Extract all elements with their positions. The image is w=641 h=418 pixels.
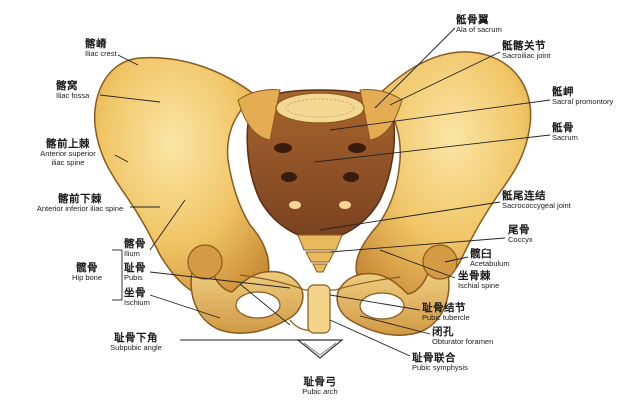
label-sacrum-zh: 骶骨 [552, 122, 574, 134]
label-asis-zh: 髂前上棘 [46, 138, 90, 150]
coccyx-shape [297, 234, 343, 273]
label-ilium-zh: 髂骨 [124, 238, 146, 250]
label-pubic-arch-zh: 耻骨弓 [303, 376, 337, 388]
left-acetabulum [187, 244, 223, 280]
label-ala-of-sacrum: 骶骨翼 Ala of sacrum [456, 14, 502, 35]
label-coccyx: 尾骨 Coccyx [508, 224, 533, 245]
label-subpubic-angle: 耻骨下角 Subpubic angle [92, 332, 180, 353]
label-hip-bone: 髋骨 Hip bone [62, 262, 112, 283]
label-aiis-en: Anterior inferior iliac spine [36, 204, 124, 214]
sacral-foramen [343, 172, 359, 182]
sacral-foramen [281, 172, 297, 182]
label-ischial-spine-en: Ischial spine [458, 281, 500, 291]
label-iliac-fossa-en: Iliac fossa [56, 91, 90, 101]
label-sacrococcygeal-joint-en: Sacrococcygeal joint [502, 201, 571, 211]
label-sacroiliac-joint-zh: 骶髂关节 [502, 40, 546, 52]
label-ilium-en: Ilium [124, 249, 140, 259]
label-subpubic-angle-zh: 耻骨下角 [114, 332, 158, 344]
sacral-foramen [289, 201, 301, 209]
pubic-arch-indicator [296, 339, 344, 359]
label-pubic-symphysis-zh: 耻骨联合 [412, 352, 456, 364]
label-sacrum-en: Sacrum [552, 133, 578, 143]
label-obturator-foramen-en: Obturator foramen [432, 337, 494, 347]
label-pubis-en: Pubis [124, 273, 143, 283]
label-pubic-symphysis: 耻骨联合 Pubic symphysis [412, 352, 468, 373]
left-obturator-foramen [235, 291, 281, 319]
label-pubis: 耻骨 Pubis [124, 262, 146, 283]
label-asis-en1: Anterior superior [40, 149, 96, 159]
pubic-arch-hatch [303, 342, 337, 356]
label-ischium-zh: 坐骨 [124, 287, 146, 299]
label-ischial-spine-zh: 坐骨棘 [458, 270, 491, 282]
label-pubic-symphysis-en: Pubic symphysis [412, 363, 468, 373]
label-asis: 髂前上棘 Anterior superior iliac spine [18, 138, 118, 167]
label-pubic-tubercle-en: Pubic tubercle [422, 313, 470, 323]
label-subpubic-angle-en: Subpubic angle [110, 343, 162, 353]
label-sacrococcygeal-joint-zh: 骶尾连结 [502, 190, 546, 202]
sacral-foramen [348, 143, 366, 153]
label-pubic-tubercle: 耻骨结节 Pubic tubercle [422, 302, 470, 323]
leader-lines-left [99, 54, 310, 341]
label-ala-of-sacrum-zh: 骶骨翼 [456, 14, 489, 26]
label-ilium: 髂骨 Ilium [124, 238, 146, 259]
sacral-body-top [275, 92, 365, 124]
label-pubic-arch: 耻骨弓 Pubic arch [280, 376, 360, 397]
label-pubic-arch-en: Pubic arch [302, 387, 338, 397]
label-acetabulum-en: Acetabulum [470, 259, 510, 269]
label-aiis: 髂前下棘 Anterior inferior iliac spine [10, 193, 150, 214]
label-ischium-en: Ischium [124, 298, 150, 308]
left-ilium-wing [93, 56, 270, 302]
label-acetabulum: 髋臼 Acetabulum [470, 248, 510, 269]
label-sacral-promontory-en: Sacral promontory [552, 97, 614, 107]
label-ischial-spine: 坐骨棘 Ischial spine [458, 270, 499, 291]
label-coccyx-zh: 尾骨 [508, 224, 530, 236]
label-sacroiliac-joint: 骶髂关节 Sacroiliac joint [502, 40, 550, 61]
leader-lines-right [314, 27, 551, 357]
sacral-body-texture [285, 98, 355, 118]
label-acetabulum-zh: 髋臼 [470, 248, 492, 260]
label-pubis-zh: 耻骨 [124, 262, 146, 274]
label-aiis-zh: 髂前下棘 [58, 193, 102, 205]
label-iliac-crest-zh: 髂嵴 [85, 38, 107, 50]
label-sacral-promontory: 骶岬 Sacral promontory [552, 86, 613, 107]
label-iliac-fossa: 髂窝 Iliac fossa [56, 80, 89, 101]
label-sacrum: 骶骨 Sacrum [552, 122, 578, 143]
label-sacral-promontory-zh: 骶岬 [552, 86, 574, 98]
label-obturator-foramen: 闭孔 Obturator foramen [432, 326, 493, 347]
label-obturator-foramen-zh: 闭孔 [432, 326, 454, 338]
pubic-symphysis-shape [307, 284, 331, 334]
right-obturator-foramen [359, 292, 405, 320]
label-iliac-crest-en: Iliac crest [85, 49, 117, 59]
label-iliac-crest: 髂嵴 Iliac crest [85, 38, 117, 59]
label-ala-of-sacrum-en: Ala of sacrum [456, 25, 502, 35]
label-pubic-tubercle-zh: 耻骨结节 [422, 302, 466, 314]
label-hip-bone-zh: 髋骨 [76, 262, 98, 274]
sacral-foramen [274, 143, 292, 153]
label-hip-bone-en: Hip bone [71, 273, 103, 283]
label-ischium: 坐骨 Ischium [124, 287, 150, 308]
label-iliac-fossa-zh: 髂窝 [56, 80, 78, 92]
right-acetabulum [422, 244, 458, 280]
label-sacroiliac-joint-en: Sacroiliac joint [502, 51, 551, 61]
label-coccyx-en: Coccyx [508, 235, 533, 245]
label-sacrococcygeal-joint: 骶尾连结 Sacrococcygeal joint [502, 190, 571, 211]
sacrum-shape [246, 89, 396, 239]
label-asis-en2: iliac spine [51, 157, 85, 167]
sacral-foramen [339, 201, 351, 209]
